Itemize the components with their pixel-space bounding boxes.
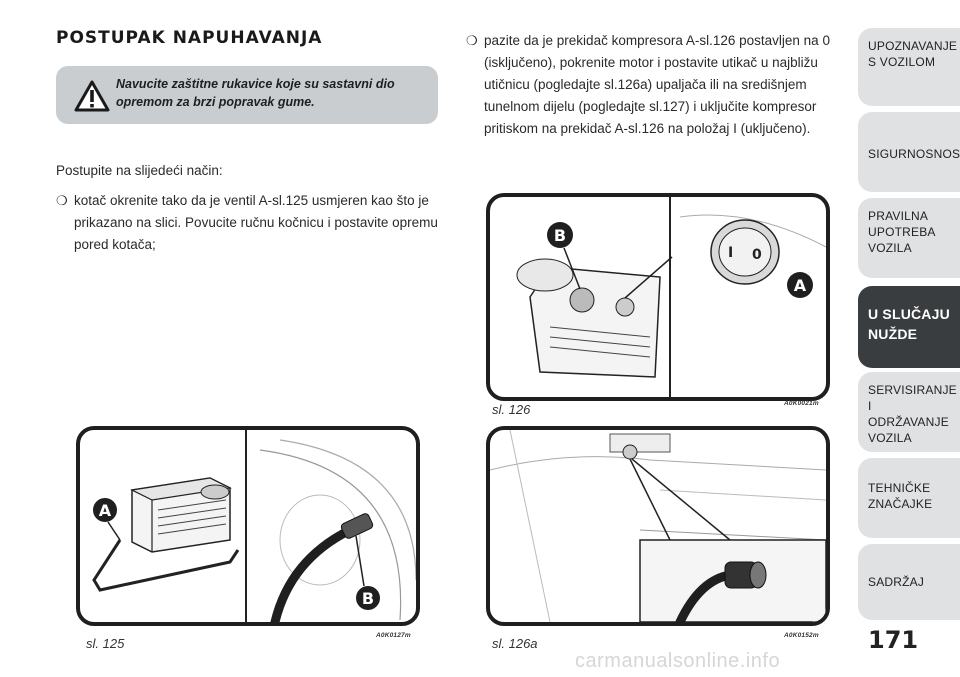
list-item: ❍ kotač okrenite tako da je ventil A-sl.… <box>56 190 446 256</box>
switch-mark-on: I <box>728 245 733 261</box>
section-title: POSTUPAK NAPUHAVANJA <box>56 28 323 48</box>
sidebar-tab-tehnicke-znacajke[interactable]: TEHNIČKE ZNAČAJKE <box>858 458 960 538</box>
figure-126: B I 0 A <box>486 193 830 401</box>
sidebar-tab-pravilna-upotreba[interactable]: PRAVILNA UPOTREBA VOZILA <box>858 198 960 278</box>
sidebar-tab-sigurnosnost[interactable]: SIGURNOSNOST <box>858 112 960 192</box>
power-socket-illustration <box>490 430 826 622</box>
list-item: ❍ pazite da je prekidač kompresora A-sl.… <box>466 30 844 140</box>
sidebar-tab-label: TEHNIČKE ZNAČAJKE <box>868 481 933 511</box>
sidebar-tab-servisiranje[interactable]: SERVISIRANJE I ODRŽAVANJE VOZILA <box>858 372 960 452</box>
sidebar-tab-label: PRAVILNA UPOTREBA VOZILA <box>868 209 936 255</box>
sidebar-nav: UPOZNAVANJE S VOZILOM SIGURNOSNOST PRAVI… <box>858 0 960 677</box>
sidebar-tab-label: SIGURNOSNOST <box>868 147 960 161</box>
figure-caption: sl. 126a <box>492 636 538 651</box>
switch-mark-off: 0 <box>752 247 762 263</box>
compressor-hose-illustration: A B <box>92 430 416 622</box>
figure-125: A B <box>76 426 420 626</box>
bullet-text: kotač okrenite tako da je ventil A-sl.12… <box>74 193 438 252</box>
sidebar-tab-label: UPOZNAVANJE S VOZILOM <box>868 39 958 69</box>
figure-code: A0K0127m <box>376 632 411 639</box>
sidebar-tab-label: U SLUČAJU NUŽDE <box>868 306 950 342</box>
label-b: B <box>554 226 566 245</box>
watermark: carmanualsonline.info <box>575 650 781 672</box>
figure-126a <box>486 426 830 626</box>
intro-text: Postupite na slijedeći način: <box>56 163 223 178</box>
sidebar-tab-label: SADRŽAJ <box>868 575 925 589</box>
bullet-marker: ❍ <box>466 33 478 48</box>
sidebar-tab-sadrzaj[interactable]: SADRŽAJ <box>858 544 960 620</box>
label-b: B <box>362 589 374 608</box>
compressor-switch-illustration: B I 0 A <box>516 197 826 397</box>
label-a: A <box>99 501 112 520</box>
warning-text: Navucite zaštitne rukavice koje su sasta… <box>116 77 395 109</box>
figure-code: A0K0152m <box>784 632 819 639</box>
sidebar-tab-label: SERVISIRANJE I ODRŽAVANJE VOZILA <box>868 383 957 445</box>
warning-box: Navucite zaštitne rukavice koje su sasta… <box>56 66 438 124</box>
page-number: 171 <box>868 626 919 654</box>
sidebar-tab-upoznavanje[interactable]: UPOZNAVANJE S VOZILOM <box>858 28 960 106</box>
warning-triangle-icon <box>74 80 110 112</box>
figure-caption: sl. 125 <box>86 636 125 651</box>
bullet-marker: ❍ <box>56 193 68 208</box>
figure-caption: sl. 126 <box>492 402 531 417</box>
figure-code: A0K0021m <box>784 400 819 407</box>
bullet-text: pazite da je prekidač kompresora A-sl.12… <box>484 33 830 136</box>
sidebar-tab-u-slucaju-nuzde[interactable]: U SLUČAJU NUŽDE <box>858 286 960 368</box>
label-a: A <box>794 276 807 295</box>
